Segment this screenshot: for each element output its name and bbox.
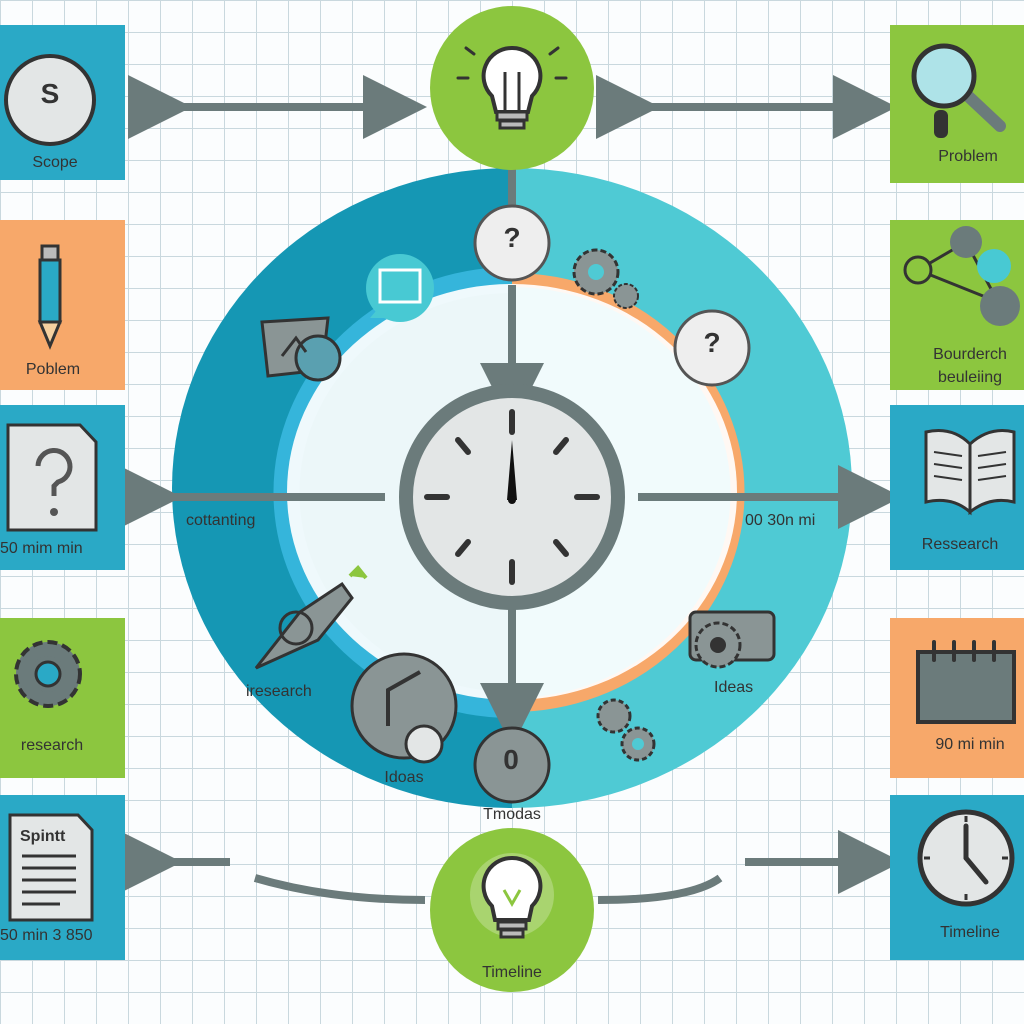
magnifier-icon <box>911 43 1006 138</box>
tile-calendar <box>890 618 1024 778</box>
pen-tool-icon <box>254 565 368 670</box>
ring-right-label: Ideas <box>714 679 754 696</box>
sprint-doc-label: Spintt <box>20 828 66 845</box>
question-node-right <box>673 309 751 387</box>
clock-icon <box>917 809 1015 907</box>
lightbulb-node-bottom <box>430 828 594 992</box>
pencil-icon <box>37 244 63 350</box>
gears-icon-bottom <box>596 698 656 762</box>
tile-problem-right <box>890 25 1024 183</box>
problem-right-label: Problem <box>938 148 998 165</box>
left-arrow-label: cottanting <box>186 512 256 529</box>
bottom-left-label: Idoas <box>384 769 424 786</box>
lightbulb-node-top <box>430 6 594 170</box>
research-left-label: research <box>20 737 84 754</box>
network-icon <box>903 226 1020 326</box>
tile-sprint <box>0 795 125 960</box>
tile-question-doc <box>0 405 125 570</box>
problem-left-label: Poblem <box>25 361 81 378</box>
timeline-right-label: Timeline <box>940 924 1000 941</box>
question-doc-label: 50 mim min <box>0 540 83 557</box>
map-icon <box>260 316 342 382</box>
right-arrow-label: 00 30n mi <box>745 512 816 529</box>
tile-problem-left <box>0 220 125 390</box>
horizontal-arrows <box>118 75 902 904</box>
calendar-label: 90 mi min <box>935 736 1005 753</box>
zero-node-label: Tmodas <box>483 806 541 823</box>
brainstorm-label-line1: Bourderch <box>933 346 1007 363</box>
zero-node <box>473 726 551 804</box>
book-icon <box>924 429 1016 516</box>
scope-letter: S <box>40 78 60 109</box>
brainstorm-label-line2: beuleiing <box>937 369 1003 386</box>
gear-icon <box>14 640 82 708</box>
calendar-icon <box>916 640 1016 724</box>
gears-icon-top-right <box>572 248 639 309</box>
bottom-node-label: Timeline <box>482 964 542 981</box>
question-node-top <box>473 204 551 282</box>
tile-timeline-right <box>890 795 1024 960</box>
music-note-icon <box>350 652 458 764</box>
tile-scope <box>0 25 125 180</box>
question-mark-right: ? <box>703 327 721 358</box>
question-mark-top: ? <box>503 222 521 253</box>
zero-node-text: 0 <box>503 744 519 775</box>
sprint-label: 50 min 3 850 <box>0 927 93 944</box>
ring-left-label: iresearch <box>246 683 312 700</box>
chat-bubble-icon <box>366 254 434 322</box>
tile-research-left <box>0 618 125 778</box>
scope-label: Scope <box>32 154 78 171</box>
central-clock-icon <box>399 384 625 610</box>
question-document-icon <box>6 423 98 532</box>
tile-research-right <box>890 405 1024 570</box>
research-right-label: Ressearch <box>921 536 999 553</box>
document-icon <box>8 813 94 922</box>
tile-brainstorm <box>890 220 1024 390</box>
gear-chat-icon <box>688 610 776 669</box>
